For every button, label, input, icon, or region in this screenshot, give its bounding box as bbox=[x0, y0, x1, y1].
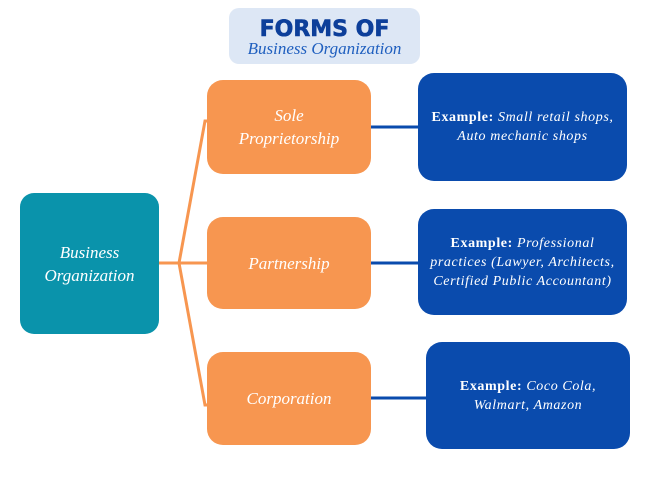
form-node-sole-proprietorship: Sole Proprietorship bbox=[207, 80, 371, 174]
example-text-block: Example: Coco Cola, Walmart, Amazon bbox=[436, 377, 620, 415]
form-node-corporation: Corporation bbox=[207, 352, 371, 445]
example-text-block: Example: Small retail shops, Auto mechan… bbox=[428, 108, 617, 146]
example-node-sole-proprietorship: Example: Small retail shops, Auto mechan… bbox=[418, 73, 627, 181]
example-text-block: Example: Professional practices (Lawyer,… bbox=[428, 234, 617, 291]
root-node-label: Business Organization bbox=[44, 242, 135, 285]
connector-root-to-corporation bbox=[159, 261, 207, 407]
title-subtitle: Business Organization bbox=[247, 39, 402, 58]
example-text: Professional practices (Lawyer, Architec… bbox=[430, 235, 615, 289]
example-text: Coco Cola, Walmart, Amazon bbox=[473, 378, 597, 413]
root-node-business-organization: Business Organization bbox=[20, 193, 159, 334]
connector-root-to-sole-proprietorship bbox=[159, 119, 207, 265]
form-node-label: Sole Proprietorship bbox=[238, 106, 340, 148]
example-node-corporation: Example: Coco Cola, Walmart, Amazon bbox=[426, 342, 630, 449]
example-text: Small retail shops, Auto mechanic shops bbox=[457, 110, 614, 144]
form-node-partnership: Partnership bbox=[207, 217, 371, 309]
example-node-partnership: Example: Professional practices (Lawyer,… bbox=[418, 209, 627, 315]
title-main: FORMS OF bbox=[259, 17, 390, 42]
example-label: Example: bbox=[459, 378, 523, 394]
form-node-label: Partnership bbox=[248, 253, 330, 273]
example-label: Example: bbox=[431, 110, 494, 125]
diagram-title: FORMS OF Business Organization bbox=[229, 8, 420, 64]
example-label: Example: bbox=[450, 235, 513, 251]
form-node-label: Corporation bbox=[246, 389, 332, 408]
